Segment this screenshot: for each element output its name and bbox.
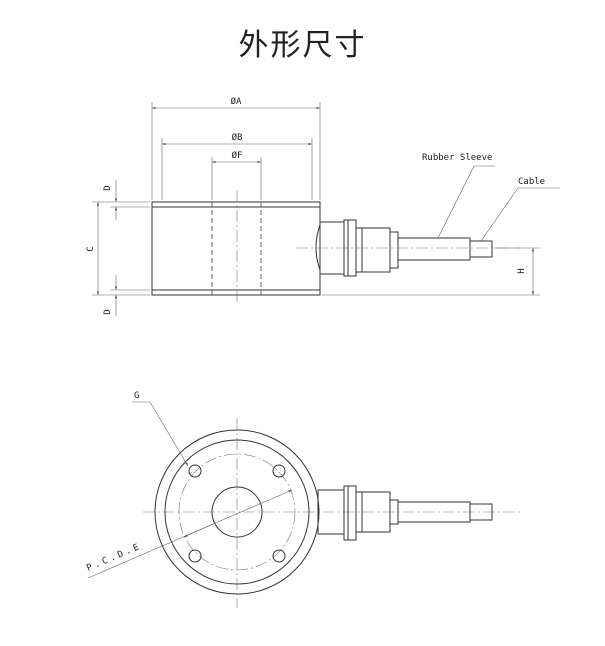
rubber-sleeve <box>397 237 471 261</box>
leader-rubber-sleeve <box>437 165 475 239</box>
load-cell-body <box>151 201 321 296</box>
mounting-hole-1 <box>188 464 202 478</box>
pcd-circle <box>178 453 296 571</box>
page-title: 外形尺寸 <box>238 28 367 63</box>
label-rubber-sleeve: Rubber Sleeve <box>422 153 492 163</box>
top-view: G P.C.D.E <box>85 391 520 608</box>
label-cable: Cable <box>518 177 545 187</box>
dim-label-f: ØF <box>232 150 243 161</box>
mounting-hole-4 <box>272 549 286 563</box>
dim-label-b: ØB <box>232 132 243 143</box>
label-g: G <box>134 391 139 401</box>
top-connector <box>317 485 399 541</box>
dim-label-d-bottom: D <box>103 309 113 314</box>
top-cable <box>469 503 493 521</box>
mounting-hole-3 <box>188 549 202 563</box>
dim-label-a: ØA <box>231 96 242 107</box>
dim-label-d-top: D <box>103 185 113 190</box>
leader-cable <box>480 187 519 242</box>
mounting-hole-2 <box>272 464 286 478</box>
dim-label-c: C <box>86 246 96 251</box>
dim-label-h: H <box>517 268 527 273</box>
front-view: ØA ØB ØF C D D H Rubber Sleeve <box>86 96 560 316</box>
leader-g <box>149 401 189 467</box>
cable <box>469 240 493 258</box>
